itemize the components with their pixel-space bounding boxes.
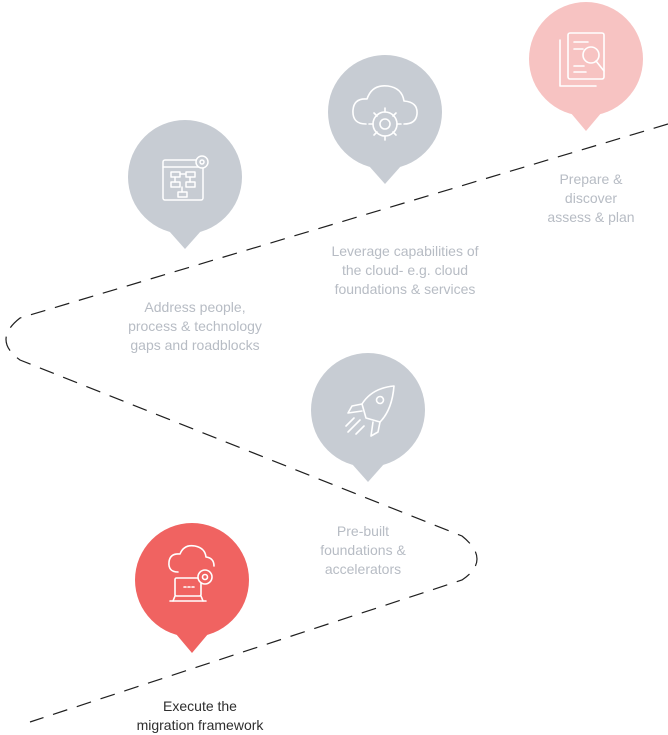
step-label-rocket: Pre-built foundations & accelerators <box>320 523 406 577</box>
flowchart-window-gear-icon <box>162 155 209 201</box>
cloud-laptop-gear-icon <box>168 544 215 602</box>
step-pin-address[interactable] <box>128 120 242 249</box>
step-pin-execute[interactable] <box>135 523 249 653</box>
document-search-icon <box>559 32 605 87</box>
step-pin-rocket[interactable] <box>311 353 425 482</box>
step-label-cloud: Leverage capabilities of the cloud- e.g.… <box>331 243 479 297</box>
cloud-gear-icon <box>352 84 418 141</box>
step-label-address: Address people, process & technology gap… <box>128 299 262 353</box>
rocket-icon <box>345 385 395 437</box>
step-label-execute: Execute the migration framework <box>136 698 264 733</box>
journey-path <box>5 123 668 723</box>
step-pin-prepare[interactable] <box>529 2 643 131</box>
step-pin-cloud[interactable] <box>328 55 442 184</box>
step-label-prepare: Prepare & discover assess & plan <box>547 171 635 225</box>
